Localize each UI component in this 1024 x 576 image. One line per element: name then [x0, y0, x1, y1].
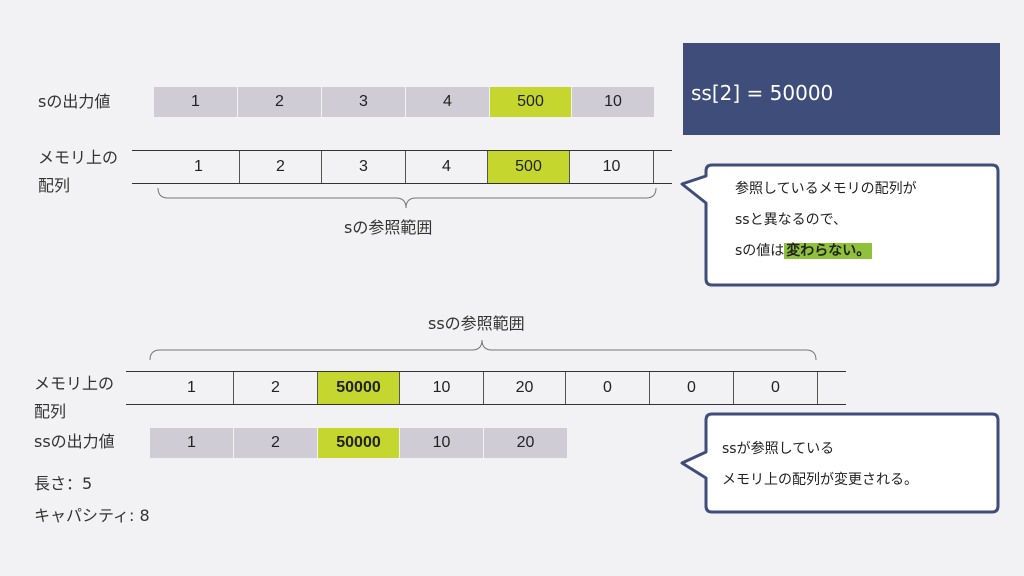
ss-memory-cell: 10: [400, 372, 484, 404]
bubble-line: ssが参照している: [722, 441, 835, 457]
bubble-2-text: ssが参照している メモリ上の配列が変更される。: [722, 434, 918, 496]
ss-output-cell: 10: [400, 428, 484, 458]
memory-cell-pad: [818, 372, 846, 404]
s-memory-cell: 2: [240, 151, 322, 183]
ss-output-cell-changed: 50000: [318, 428, 400, 458]
length-text: 長さ：5: [34, 474, 93, 493]
ss-memory-cell: 0: [650, 372, 734, 404]
s-output-cell: 10: [572, 87, 654, 117]
ss-memory-cell: 0: [566, 372, 650, 404]
ss-memory-row: 1 2 50000 10 20 0 0 0: [126, 371, 846, 405]
speech-bubble-1: [680, 163, 1000, 287]
s-range-label: sの参照範囲: [344, 218, 433, 237]
memory-label-line: メモリ上の: [34, 374, 115, 393]
speech-bubble-2: [680, 412, 1000, 514]
memory-cell-pad: [654, 151, 672, 183]
brace-s-range: [157, 187, 657, 209]
memory-label-line: メモリ上の: [38, 148, 119, 167]
ss-memory-cell-changed: 50000: [318, 372, 400, 404]
s-memory-label: メモリ上の 配列: [38, 144, 118, 200]
bubble-1-text: 参照しているメモリの配列が ssと異なるので、 sの値は変わらない。: [735, 174, 917, 267]
memory-label-line: 配列: [34, 402, 67, 421]
ss-output-cell: 20: [484, 428, 567, 458]
s-output-cell-changed: 500: [490, 87, 572, 117]
s-output-label: sの出力値: [38, 92, 111, 111]
s-memory-cell: 4: [406, 151, 488, 183]
ss-output-row: 1 2 50000 10 20: [150, 428, 567, 458]
ss-output-cell: 1: [150, 428, 234, 458]
memory-cell-pad: [132, 151, 158, 183]
s-memory-cell: 10: [570, 151, 654, 183]
code-statement-box: ss[2] = 50000: [683, 43, 1000, 135]
ss-range-label: ssの参照範囲: [428, 314, 525, 333]
memory-cell-pad: [126, 372, 150, 404]
brace-ss-range: [149, 339, 817, 361]
s-output-row: 1 2 3 4 500 10: [154, 87, 654, 117]
ss-output-cell: 2: [234, 428, 318, 458]
s-memory-cell: 1: [158, 151, 240, 183]
bubble-highlight-text: 変わらない。: [784, 243, 873, 259]
ss-memory-cell: 20: [484, 372, 566, 404]
s-memory-row: 1 2 3 4 500 10: [132, 150, 672, 184]
bubble-line: メモリ上の配列が変更される。: [722, 472, 918, 488]
ss-output-label: ssの出力値: [34, 432, 115, 451]
bubble-line: 参照しているメモリの配列が: [735, 181, 917, 197]
s-memory-cell: 3: [322, 151, 406, 183]
s-output-cell: 2: [238, 87, 322, 117]
capacity-text: キャパシティ: 8: [34, 506, 150, 525]
s-output-cell: 1: [154, 87, 238, 117]
bubble-line-prefix: sの値は: [735, 243, 785, 259]
bubble-line: ssと異なるので、: [735, 212, 848, 228]
ss-memory-cell: 2: [234, 372, 318, 404]
s-memory-cell-changed: 500: [488, 151, 570, 183]
ss-memory-cell: 1: [150, 372, 234, 404]
memory-label-line: 配列: [38, 176, 71, 195]
bubble-line: sの値は変わらない。: [735, 236, 917, 267]
code-statement-text: ss[2] = 50000: [691, 81, 834, 105]
ss-memory-cell: 0: [734, 372, 818, 404]
s-output-cell: 4: [406, 87, 490, 117]
s-output-cell: 3: [322, 87, 406, 117]
ss-memory-label: メモリ上の 配列: [34, 370, 114, 426]
